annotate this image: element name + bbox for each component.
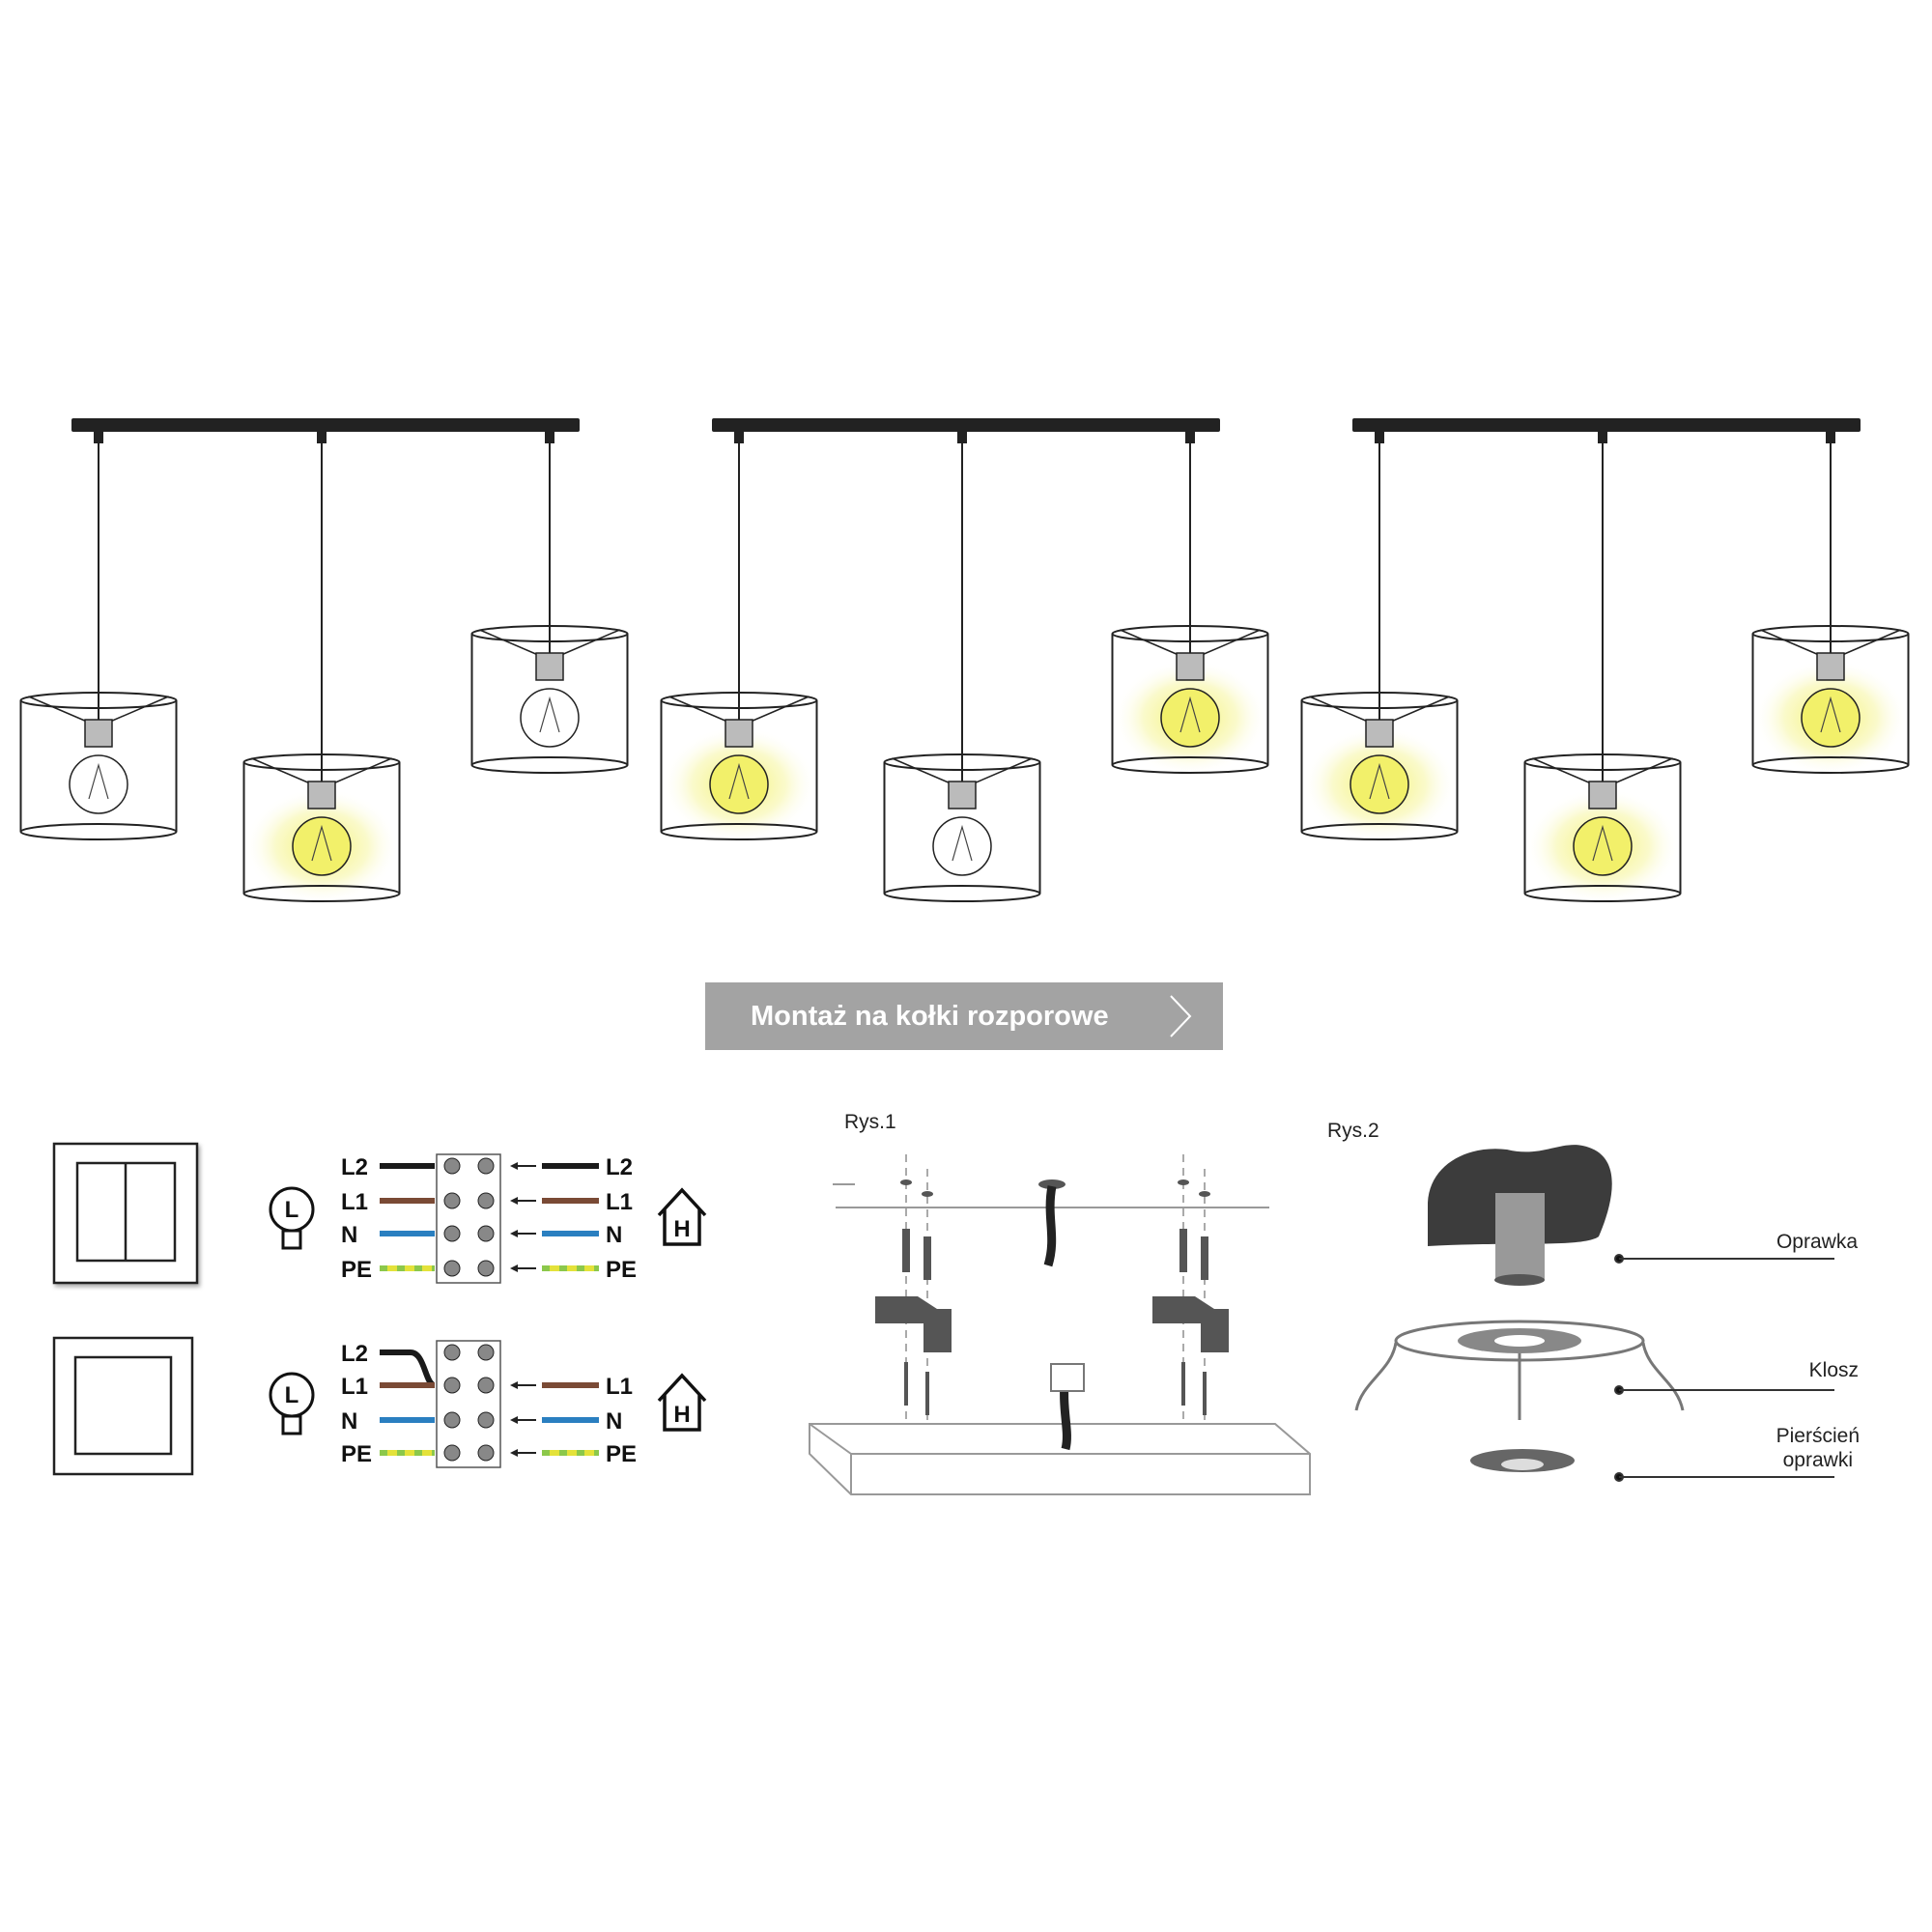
rys2-part-callouts [1614,1254,1834,1482]
rys2-label: Rys.2 [1327,1120,1379,1142]
house-icon: H [657,1373,707,1432]
wire-label-left: PE [341,1257,372,1283]
bulb-letter: L [285,1197,299,1223]
part-label-ring-line1: Pierścień [1776,1425,1860,1447]
bulb-letter: L [285,1382,299,1408]
pendant-lamp-illustrations [19,418,1910,904]
rys1-label: Rys.1 [844,1111,896,1133]
rys2-lamp-assembly-drawing [1354,1145,1685,1472]
lamp-lit [242,432,401,904]
chevron-right-icon [1159,992,1198,1040]
wire-label-left: L2 [341,1154,368,1180]
mount-button-label: Montaż na kołki rozporowe [751,1000,1109,1032]
light-bulb-icon: L [269,1186,315,1250]
wire-label-left: L1 [341,1189,368,1215]
pendant-lamp-group [1300,418,1910,904]
ceiling-bar [712,418,1220,432]
part-label-ring-line2: oprawki [1783,1449,1853,1471]
lamp-lit [660,432,818,842]
lamp-off [470,432,629,774]
lamp-lit [1300,432,1459,842]
pendant-lamp-group [19,418,629,904]
wire-label-right: PE [606,1257,637,1283]
lamp-off [19,432,178,840]
ceiling-bar [71,418,580,432]
house-icon: H [657,1187,707,1246]
wire-label-right: N [606,1222,622,1248]
pendant-lamp-group [660,418,1269,902]
rys1-wall-mount-drawing [809,1154,1311,1495]
wire-label-left: N [341,1408,357,1435]
double-switch-icon [52,1142,199,1285]
wire-label-right: L2 [606,1154,633,1180]
wire-label-right: L1 [606,1189,633,1215]
lamp-lit [1523,432,1682,904]
wire-label-right: PE [606,1441,637,1467]
lamp-lit [1111,432,1269,776]
lamp-lit [1751,432,1910,776]
part-label-oprawka: Oprawka [1776,1231,1858,1253]
wire-label-left: N [341,1222,357,1248]
mount-on-wall-plugs-button[interactable]: Montaż na kołki rozporowe [705,982,1223,1050]
house-letter: H [673,1402,690,1428]
wire-label-right: N [606,1408,622,1435]
lamp-off [883,432,1041,902]
part-label-klosz: Klosz [1809,1359,1859,1381]
wire-label-left: L2 [341,1341,368,1367]
light-bulb-icon: L [269,1372,315,1435]
house-letter: H [673,1216,690,1242]
wire-label-right: L1 [606,1374,633,1400]
single-switch-icon [52,1336,194,1476]
wire-label-left: L1 [341,1374,368,1400]
wire-label-left: PE [341,1441,372,1467]
ceiling-bar [1352,418,1861,432]
